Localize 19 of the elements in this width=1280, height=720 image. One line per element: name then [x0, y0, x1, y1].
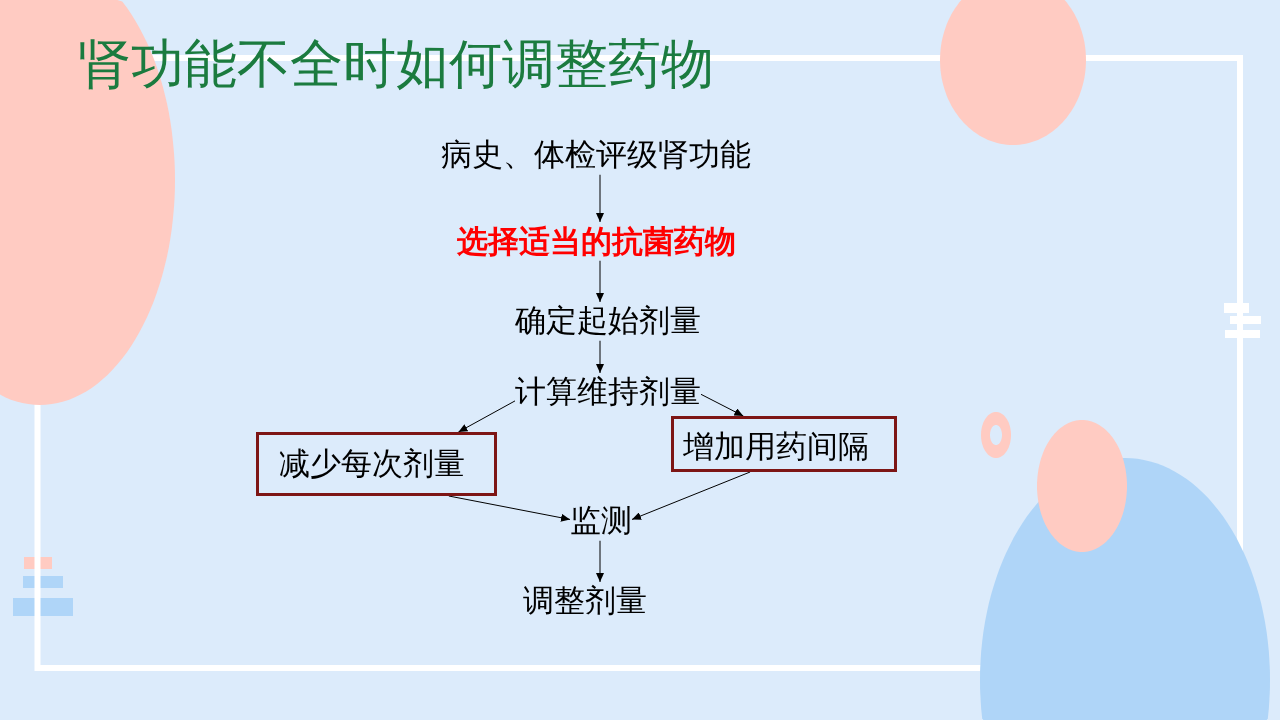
step-text: 计算维持剂量 — [515, 373, 701, 412]
step-text: 监测 — [570, 502, 632, 541]
arrow — [596, 340, 604, 374]
process-box — [256, 432, 497, 496]
slide-title: 肾功能不全时如何调整药物 — [78, 32, 714, 96]
arrow — [596, 260, 604, 303]
step-text: 调整剂量 — [523, 582, 647, 621]
step-text: 减少每次剂量 — [279, 444, 465, 483]
step-text: 增加用药间隔 — [683, 427, 869, 466]
process-box — [671, 416, 897, 472]
step-text: 病史、体检评级肾功能 — [441, 136, 751, 175]
arrow — [448, 495, 571, 522]
step-text: 选择适当的抗菌药物 — [456, 222, 736, 261]
arrow — [631, 471, 751, 520]
arrow — [457, 400, 516, 433]
arrow — [596, 540, 604, 583]
arrow — [700, 393, 744, 417]
step-text: 确定起始剂量 — [515, 302, 701, 341]
arrow — [596, 174, 604, 223]
